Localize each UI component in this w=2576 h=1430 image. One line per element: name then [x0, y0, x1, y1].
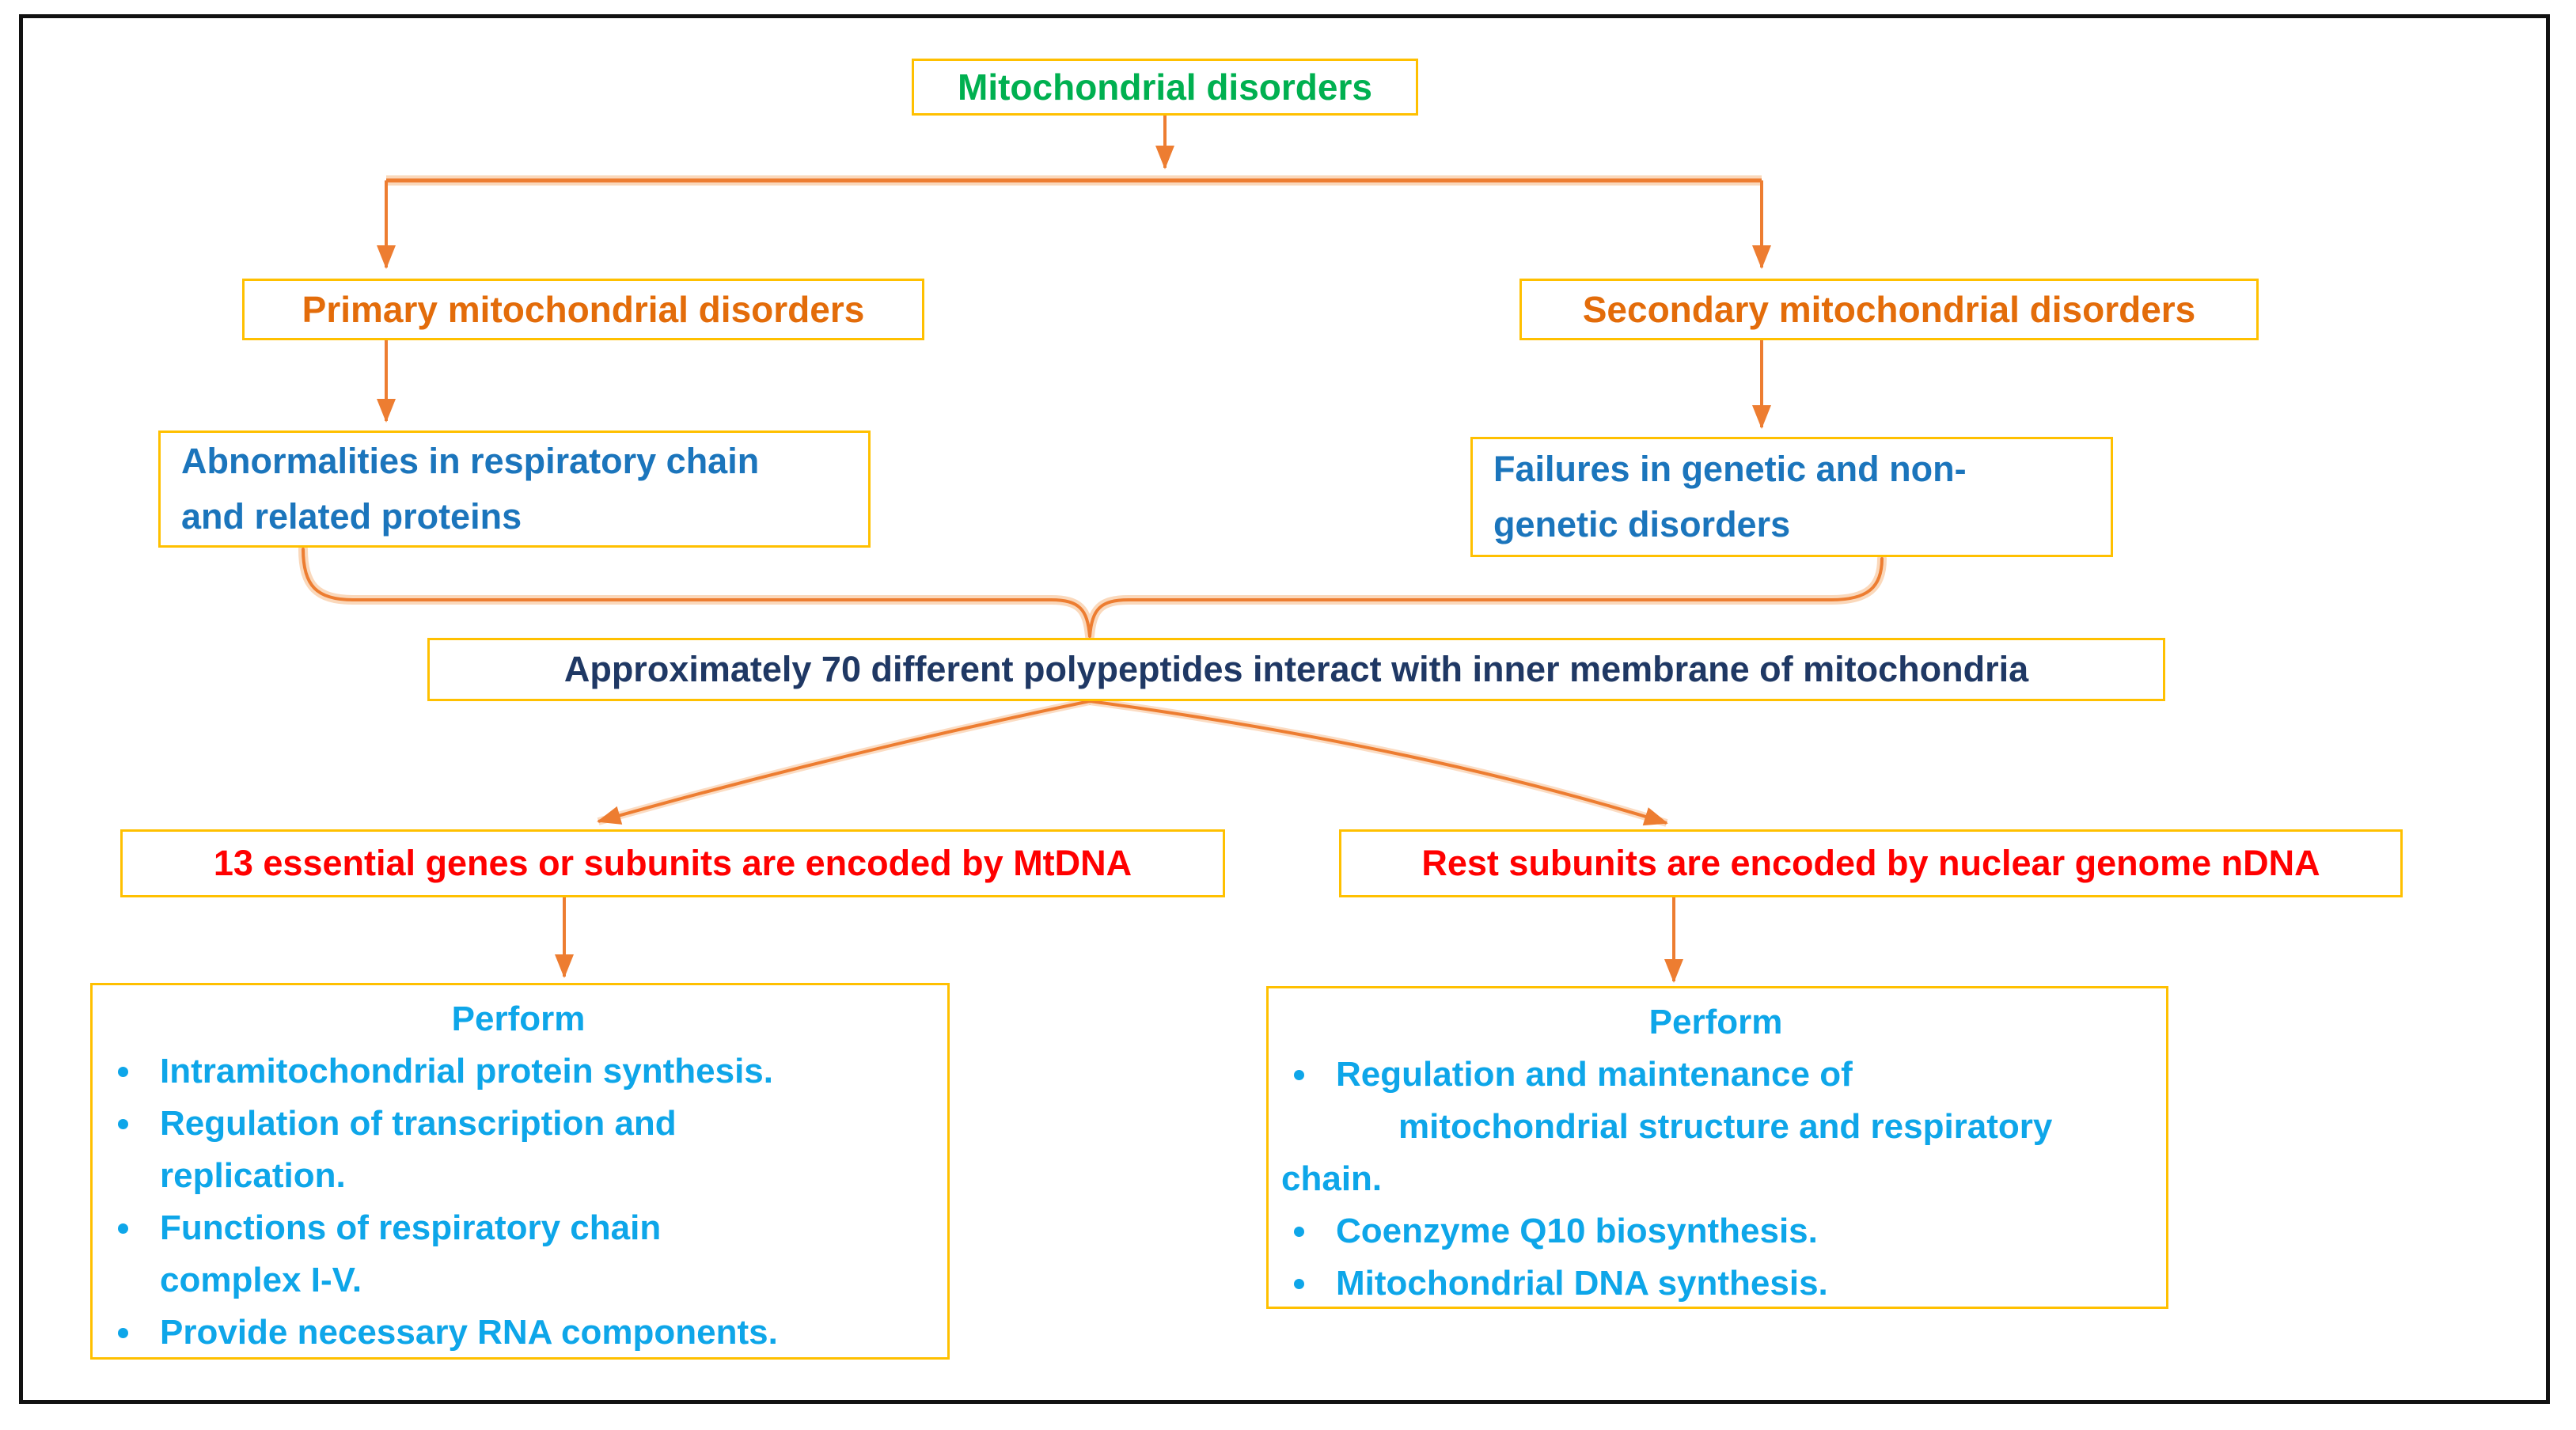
bullet-icon — [1294, 1279, 1304, 1289]
node-label-line: genetic disorders — [1493, 504, 1791, 544]
list-item-text: replication. — [160, 1156, 346, 1195]
node-primary-disorders: Primary mitochondrial disorders — [242, 279, 924, 340]
list-item-text: Regulation of transcription and — [160, 1104, 677, 1143]
node-label: Rest subunits are encoded by nuclear gen… — [1421, 843, 2320, 883]
node-label: 13 essential genes or subunits are encod… — [213, 843, 1132, 883]
node-perform-mtdna: Perform Intramitochondrial protein synth… — [90, 983, 950, 1360]
node-label: Secondary mitochondrial disorders — [1582, 289, 2196, 330]
node-mitochondrial-disorders: Mitochondrial disorders — [912, 59, 1418, 116]
diagram-frame — [19, 14, 2550, 1404]
list-item-text: Regulation and maintenance of — [1336, 1055, 1853, 1094]
bullet-icon — [1294, 1227, 1304, 1237]
node-mtdna-genes: 13 essential genes or subunits are encod… — [120, 829, 1225, 897]
node-perform-ndna: Perform Regulation and maintenance of mi… — [1266, 986, 2168, 1309]
list-item-text: Mitochondrial DNA synthesis. — [1336, 1264, 1828, 1303]
list-item: Mitochondrial DNA synthesis. — [1280, 1257, 2152, 1310]
bullet-icon — [1294, 1070, 1304, 1080]
node-failures: Failures in genetic and non- genetic dis… — [1470, 437, 2113, 557]
perform-title: Perform — [451, 999, 586, 1038]
list-item-text: Provide necessary RNA components. — [160, 1313, 778, 1352]
bullet-icon — [118, 1223, 128, 1234]
list-item-text: Intramitochondrial protein synthesis. — [160, 1052, 774, 1091]
node-label: Approximately 70 different polypeptides … — [563, 649, 2029, 689]
list-item: Provide necessary RNA components. — [104, 1307, 933, 1359]
list-item: Functions of respiratory chain complex I… — [104, 1202, 933, 1307]
node-label-line: and related proteins — [181, 496, 522, 537]
list-item-text: chain. — [1281, 1159, 1383, 1198]
node-abnormalities: Abnormalities in respiratory chain and r… — [158, 431, 871, 548]
node-label-line: Failures in genetic and non- — [1493, 449, 1967, 490]
list-item-text: mitochondrial structure and respiratory — [1398, 1107, 2053, 1146]
list-item: Intramitochondrial protein synthesis. — [104, 1045, 933, 1098]
list-item-text: complex I-V. — [160, 1261, 362, 1299]
node-label: Primary mitochondrial disorders — [302, 289, 865, 330]
list-item: Regulation and maintenance of — [1280, 1049, 2152, 1101]
list-item: Coenzyme Q10 biosynthesis. — [1280, 1205, 2152, 1257]
node-ndna-genes: Rest subunits are encoded by nuclear gen… — [1339, 829, 2403, 897]
node-label-line: Abnormalities in respiratory chain — [181, 441, 760, 482]
perform-title: Perform — [1648, 1003, 1783, 1041]
bullet-icon — [118, 1328, 128, 1338]
list-item-text: Functions of respiratory chain — [160, 1208, 662, 1247]
list-item-text: Coenzyme Q10 biosynthesis. — [1336, 1212, 1818, 1250]
bullet-icon — [118, 1119, 128, 1129]
list-item: Regulation of transcription and replicat… — [104, 1098, 933, 1202]
node-label: Mitochondrial disorders — [958, 66, 1372, 108]
node-secondary-disorders: Secondary mitochondrial disorders — [1519, 279, 2259, 340]
bullet-icon — [118, 1067, 128, 1077]
node-polypeptides: Approximately 70 different polypeptides … — [427, 638, 2165, 701]
